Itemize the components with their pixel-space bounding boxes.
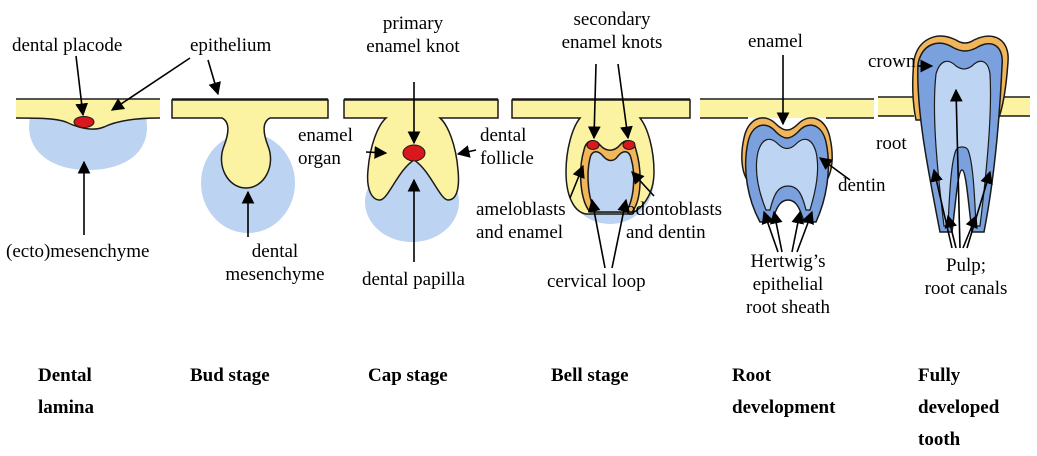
label-ecto-mesenchyme: (ecto)mesenchyme: [6, 240, 149, 263]
label-pulp-root-canals: Pulp;root canals: [908, 254, 1024, 300]
dental-lamina-drawing: [16, 99, 160, 170]
dental-placode: [74, 117, 94, 128]
label-root: root: [876, 132, 907, 155]
stage-caption-bell: Bell stage: [551, 360, 629, 392]
secondary-knot-right: [623, 141, 635, 150]
label-epithelium: epithelium: [190, 34, 271, 57]
root-surface-band: [700, 100, 874, 118]
cap-stage-drawing: [344, 99, 498, 242]
label-enamel: enamel: [748, 30, 803, 53]
arrow-enamel-organ: [366, 152, 386, 153]
secondary-knot-left: [587, 141, 599, 150]
arrow-dental-follicle: [458, 150, 476, 154]
label-dentin: dentin: [838, 174, 886, 197]
tooth-pulp: [934, 61, 990, 226]
label-cervical-loop: cervical loop: [547, 270, 646, 293]
label-crown: crown: [868, 50, 915, 73]
root-development-drawing: [700, 99, 874, 222]
stage-caption-bud: Bud stage: [190, 360, 270, 392]
label-dental-placode: dental placode: [12, 34, 122, 57]
arrow-epithelium-right: [208, 60, 218, 94]
primary-enamel-knot-shape: [403, 145, 425, 161]
label-dental-papilla: dental papilla: [362, 268, 465, 291]
stage-caption-cap: Cap stage: [368, 360, 448, 392]
